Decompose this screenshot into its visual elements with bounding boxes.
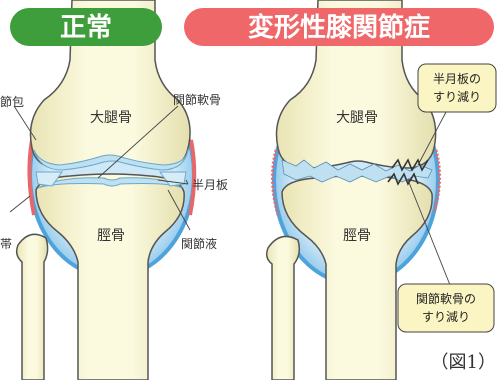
label-tibia-normal: 脛骨 [97,228,125,244]
label-capsule: 節包 [0,94,24,109]
label-meniscus: 半月板 [192,178,228,192]
label-cartilage: 関節軟骨 [173,92,221,107]
normal-knee [10,0,194,380]
callout-meniscus-line1: 半月板の [433,72,481,86]
tibia-oa [282,176,432,380]
figure-label: （図1） [431,352,496,373]
callout-cartilage-line1: 関節軟骨の [416,291,476,306]
callout-meniscus-line2: すり減り [433,89,481,104]
label-synovial-fluid: 関節液 [181,236,217,251]
fibula-left [17,234,48,380]
header-oa-title: 変形性膝関節症 [248,12,430,43]
label-tibia-oa: 脛骨 [343,228,371,244]
header-oa: 変形性膝関節症 [184,8,494,46]
callout-cartilage-line2: すり減り [422,309,470,324]
header-normal: 正常 [10,8,162,46]
label-femur-normal: 大腿骨 [90,110,132,126]
callout-meniscus-wear: 半月板の すり減り [418,64,496,112]
callout-cartilage-wear: 関節軟骨の すり減り [398,284,494,332]
header-normal-title: 正常 [60,13,112,43]
fibula-oa [267,236,300,380]
label-ligament: 帯 [0,237,12,251]
label-femur-oa: 大腿骨 [336,110,378,126]
tibia-normal [36,174,184,380]
